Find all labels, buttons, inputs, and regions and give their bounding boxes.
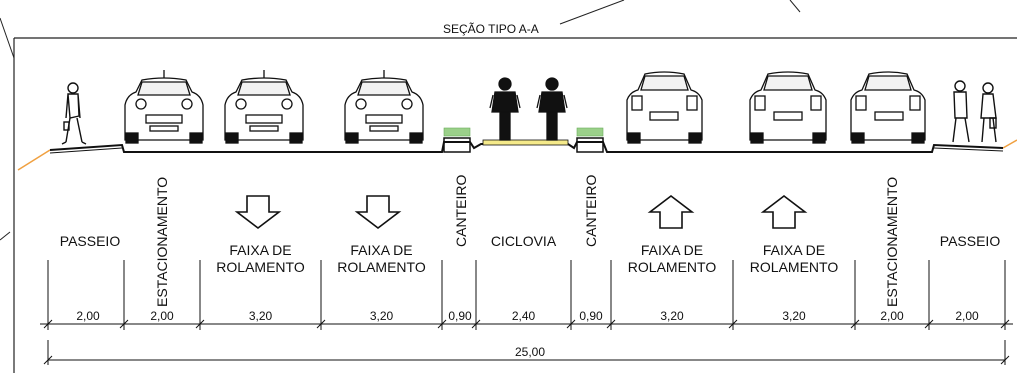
label-faixa-1-line2: ROLAMENTO	[216, 259, 305, 275]
label-faixa-3-line2: ROLAMENTO	[627, 259, 717, 275]
car-rear-icon-1	[626, 71, 703, 144]
construction-line	[0, 231, 11, 241]
dim-faixa-1: 3,20	[248, 309, 273, 323]
dim-total: 25,00	[514, 345, 546, 359]
label-passeio-left: PASSEIO	[59, 233, 121, 249]
label-faixa-4-line2: ROLAMENTO	[749, 259, 839, 275]
total-dimension-line	[43, 355, 1010, 365]
arrow-down-icon-1	[234, 195, 282, 230]
dim-ciclovia: 2,40	[511, 309, 536, 323]
arrow-down-icon-2	[354, 195, 402, 230]
dim-passeio-left: 2,00	[76, 309, 100, 323]
label-estacionamento-right: ESTACIONAMENTO	[884, 176, 900, 307]
label-faixa-4-line1: FAIXA DE	[762, 242, 826, 258]
dim-passeio-right: 2,00	[955, 309, 979, 323]
terrain-line-right	[1002, 139, 1017, 149]
dim-canteiro-left: 0,90	[448, 309, 472, 323]
car-rear-icon-2	[749, 71, 827, 144]
label-faixa-1: FAIXA DE ROLAMENTO	[200, 242, 321, 276]
construction-line	[0, 17, 15, 59]
dim-estacionamento-left: 2,00	[150, 309, 174, 323]
dim-faixa-2: 3,20	[369, 309, 394, 323]
car-front-icon-2	[224, 70, 304, 144]
label-ciclovia: CICLOVIA	[490, 233, 557, 249]
sidewalk-edge-left	[49, 147, 123, 154]
construction-line	[559, 0, 625, 25]
label-passeio-right: PASSEIO	[939, 233, 1001, 249]
canteiro-right-curb	[576, 137, 604, 153]
car-front-icon-1	[124, 70, 204, 144]
terrain-line-left	[17, 149, 51, 171]
label-faixa-3-line1: FAIXA DE	[640, 242, 704, 258]
section-title: SEÇÃO TIPO A-A	[443, 22, 539, 36]
label-faixa-1-line1: FAIXA DE	[229, 242, 292, 258]
planting-right	[576, 127, 604, 137]
dim-canteiro-right: 0,90	[579, 309, 603, 323]
car-front-icon-3	[344, 70, 424, 144]
label-estacionamento-left: ESTACIONAMENTO	[154, 176, 170, 307]
canteiro-left-curb	[443, 137, 471, 153]
dim-estacionamento-right: 2,00	[880, 309, 904, 323]
sidewalk-edge-right	[933, 147, 1004, 152]
partial-dimension-line	[40, 319, 1013, 329]
extension-lines	[47, 260, 1006, 365]
label-faixa-4: FAIXA DE ROLAMENTO	[733, 242, 855, 276]
label-canteiro-right: CANTEIRO	[583, 174, 599, 247]
pedestrians-pair-icon	[952, 80, 997, 143]
label-faixa-2-line1: FAIXA DE	[350, 242, 413, 258]
car-rear-icon-3	[850, 71, 926, 144]
cyclist-icon-2	[536, 77, 568, 141]
label-faixa-2-line2: ROLAMENTO	[337, 259, 426, 275]
planting-left	[443, 127, 471, 137]
dim-faixa-4: 3,20	[782, 309, 806, 323]
bikelane-surface	[482, 139, 569, 146]
arrow-up-icon-2	[760, 194, 808, 229]
dim-faixa-3: 3,20	[660, 309, 684, 323]
label-canteiro-left: CANTEIRO	[453, 174, 469, 247]
construction-line	[789, 0, 801, 13]
label-faixa-2: FAIXA DE ROLAMENTO	[321, 242, 442, 276]
label-faixa-3: FAIXA DE ROLAMENTO	[611, 242, 733, 276]
pedestrian-icon	[61, 82, 87, 145]
arrow-up-icon-1	[647, 194, 695, 229]
cyclist-icon-1	[489, 77, 521, 141]
